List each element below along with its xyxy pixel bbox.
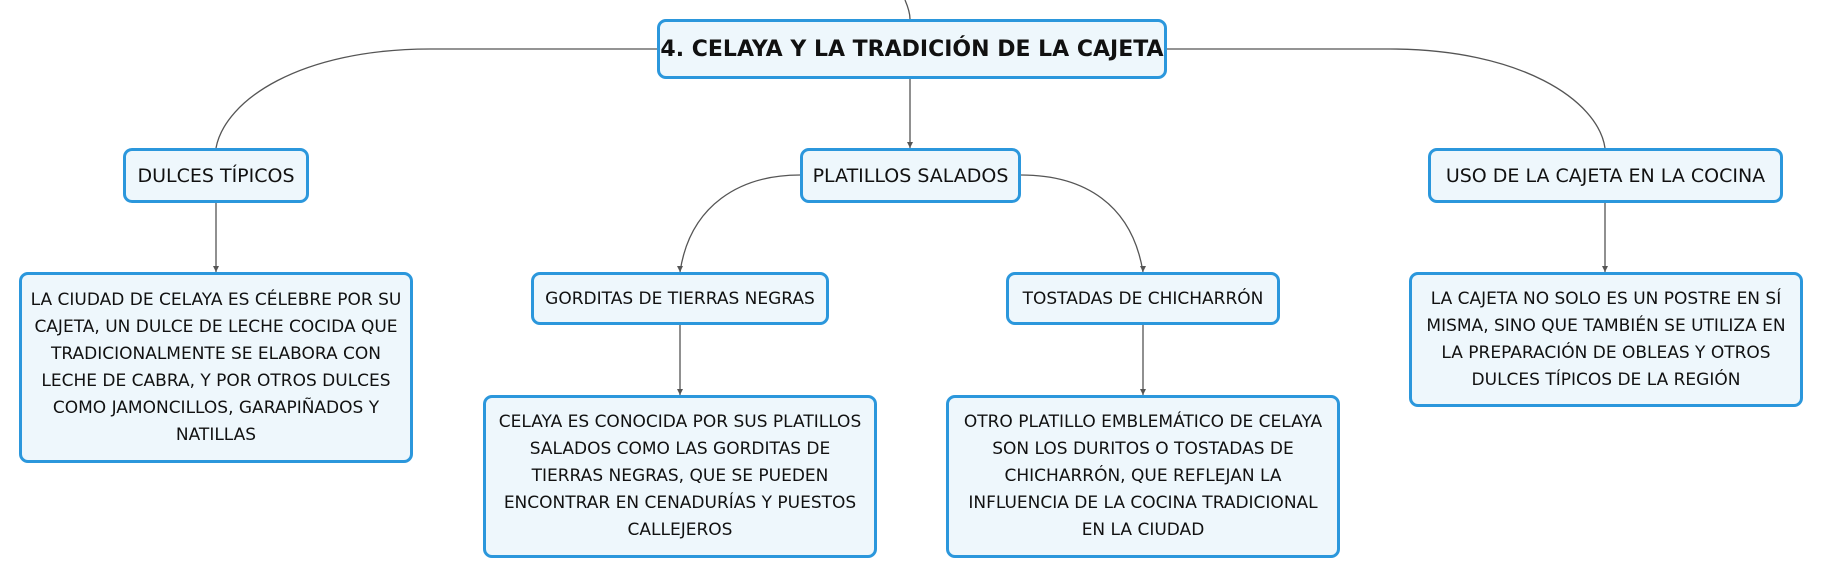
arrowhead xyxy=(1602,266,1608,272)
note-text: OTRO PLATILLO EMBLEMÁTICO DE CELAYA SON … xyxy=(963,412,1323,540)
arrowhead xyxy=(1140,389,1146,395)
connector-parent xyxy=(904,0,911,20)
topic-uso-cajeta[interactable]: USO DE LA CAJETA EN LA COCINA xyxy=(1428,148,1783,203)
topic-label: DULCES TÍPICOS xyxy=(137,164,295,187)
arrowhead xyxy=(677,389,683,395)
root-topic-label: 4. CELAYA Y LA TRADICIÓN DE LA CAJETA xyxy=(660,36,1164,62)
note-tostadas[interactable]: OTRO PLATILLO EMBLEMÁTICO DE CELAYA SON … xyxy=(946,395,1340,558)
arrowhead xyxy=(213,266,219,272)
note-text: LA CAJETA NO SOLO ES UN POSTRE EN SÍ MIS… xyxy=(1426,288,1786,390)
arrowhead xyxy=(677,266,683,272)
note-gorditas[interactable]: CELAYA ES CONOCIDA POR SUS PLATILLOS SAL… xyxy=(483,395,877,558)
subtopic-gorditas[interactable]: GORDITAS DE TIERRAS NEGRAS xyxy=(531,272,829,325)
note-uso-cajeta[interactable]: LA CAJETA NO SOLO ES UN POSTRE EN SÍ MIS… xyxy=(1409,272,1803,407)
topic-label: USO DE LA CAJETA EN LA COCINA xyxy=(1445,164,1766,187)
subtopic-label: GORDITAS DE TIERRAS NEGRAS xyxy=(545,288,815,309)
arrowhead xyxy=(907,142,913,148)
connector-platillos-tostadas xyxy=(1020,174,1144,273)
subtopic-tostadas[interactable]: TOSTADAS DE CHICHARRÓN xyxy=(1006,272,1280,325)
arrowhead xyxy=(1140,266,1146,272)
topic-platillos-salados[interactable]: PLATILLOS SALADOS xyxy=(800,148,1021,203)
connector-root-dulces xyxy=(215,48,657,149)
note-text: CELAYA ES CONOCIDA POR SUS PLATILLOS SAL… xyxy=(498,412,862,540)
connector-root-uso xyxy=(1167,48,1606,149)
note-dulces-tipicos[interactable]: LA CIUDAD DE CELAYA ES CÉLEBRE POR SU CA… xyxy=(19,272,413,463)
topic-dulces-tipicos[interactable]: DULCES TÍPICOS xyxy=(123,148,309,203)
connector-platillos-gorditas xyxy=(679,174,801,273)
subtopic-label: TOSTADAS DE CHICHARRÓN xyxy=(1022,288,1264,309)
note-text: LA CIUDAD DE CELAYA ES CÉLEBRE POR SU CA… xyxy=(30,289,402,445)
root-topic-node[interactable]: 4. CELAYA Y LA TRADICIÓN DE LA CAJETA xyxy=(657,19,1167,79)
topic-label: PLATILLOS SALADOS xyxy=(812,164,1009,187)
